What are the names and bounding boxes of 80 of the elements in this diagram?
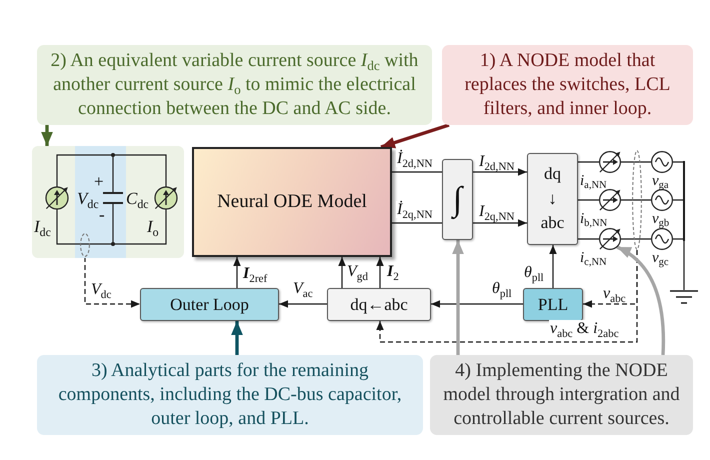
wire	[673, 161, 683, 163]
integrator-block	[442, 159, 473, 240]
transform-block	[527, 153, 578, 245]
current-source-symbol	[599, 189, 621, 211]
signal-arrow	[549, 245, 557, 288]
pointer-arrow	[616, 245, 666, 356]
source-label: v$_{gc}$	[652, 251, 669, 266]
wire	[578, 238, 599, 240]
wire	[683, 241, 685, 290]
ground-symbol	[670, 290, 698, 305]
wire	[621, 238, 651, 240]
voltage-source-symbol	[651, 189, 673, 211]
polarity-sign: -	[99, 207, 105, 223]
signal-arrow	[376, 257, 384, 288]
source-label: v$_{ga}$	[652, 174, 669, 189]
source-label: i$_{c,NN}$	[580, 251, 607, 266]
callout-text: 4) Implementing the NODE model through intergration and controllable current sources.	[442, 359, 681, 431]
callout-text: 2) An equivalent variable current source I$_{dc}$ with another current source I$_{o}$ to mimic the electrical connection between the DC and AC side.	[50, 49, 420, 121]
voltage-source-symbol	[651, 151, 673, 173]
measurement-ellipse	[80, 233, 90, 257]
signal-line	[392, 171, 442, 173]
callout-text: 1) A NODE model that replaces the switches, LCL filters, and inner loop.	[464, 49, 672, 121]
signal-arrow	[431, 300, 523, 308]
callout-panel	[430, 355, 693, 435]
signal-label: θ$_{pll}$	[491, 280, 513, 297]
signal-label: I$_{2d,NN}$	[478, 153, 516, 170]
block-label: PLL	[538, 294, 568, 314]
signal-arrow	[279, 300, 327, 308]
wire	[673, 199, 683, 201]
wire	[673, 238, 683, 240]
signal-arrow	[233, 257, 241, 288]
signal-line	[392, 222, 442, 224]
callout-panel	[37, 45, 432, 125]
current-source-symbol	[599, 228, 621, 250]
signal-label: I$_{2q,NN}$	[478, 203, 516, 220]
current-source-symbol	[599, 151, 621, 173]
signal-arrow	[473, 168, 527, 176]
wire	[621, 199, 651, 201]
measurement-arrow	[376, 250, 638, 343]
block-label: Outer Loop	[170, 294, 249, 314]
signal-label: İ$_{2d,NN}$	[396, 150, 434, 167]
callout-text: 3) Analytical parts for the remaining components, including the DC-bus capacitor, outer loop, and PLL.	[57, 359, 403, 431]
voltage-label: V$_{dc}$	[77, 191, 99, 207]
block-label: dq←abc	[350, 294, 408, 314]
integral-sign: ∫	[452, 180, 462, 220]
signal-label: θ$_{pll}$	[523, 264, 545, 281]
source-label: I$_{o}$	[147, 219, 159, 235]
wire	[621, 161, 651, 163]
model-block	[192, 147, 392, 257]
measurement-arrow	[84, 257, 140, 308]
capacitor-label: C$_{dc}$	[126, 191, 149, 207]
pointer-arrow	[231, 321, 243, 355]
polarity-sign: +	[94, 174, 104, 190]
outer-loop-block	[140, 288, 279, 321]
signal-label: V$_{ac}$	[292, 280, 314, 297]
source-label: i$_{b,NN}$	[580, 212, 608, 227]
source-label: i$_{a,NN}$	[580, 174, 607, 189]
signal-label: İ$_{2q,NN}$	[396, 201, 434, 218]
source-label: v$_{gb}$	[652, 212, 670, 227]
signal-arrow	[473, 219, 527, 227]
signal-label: v$_{abc}$ & i$_{2abc}$	[549, 320, 620, 337]
voltage-source-symbol	[651, 228, 673, 250]
callout-panel	[37, 355, 423, 435]
block-label: Neural ODE Model	[217, 191, 367, 213]
pointer-arrow	[380, 123, 450, 149]
callout-panel	[442, 45, 693, 125]
signal-label: V$_{dc}$	[90, 281, 112, 298]
measurement-ellipse	[632, 150, 642, 250]
pointer-arrow	[452, 240, 464, 355]
wire	[578, 161, 599, 163]
signal-label: I$_{2}$	[386, 263, 400, 280]
pointer-arrow	[41, 125, 53, 146]
signal-arrow	[338, 257, 346, 288]
source-label: I$_{dc}$	[34, 219, 51, 235]
pll-block	[523, 288, 583, 321]
signal-label: I$_{2ref}$	[242, 265, 268, 282]
block-label: dq ↓ abc	[540, 163, 564, 234]
wire	[578, 199, 599, 201]
signal-label: V$_{gd}$	[346, 263, 369, 280]
transform-block	[327, 288, 431, 321]
